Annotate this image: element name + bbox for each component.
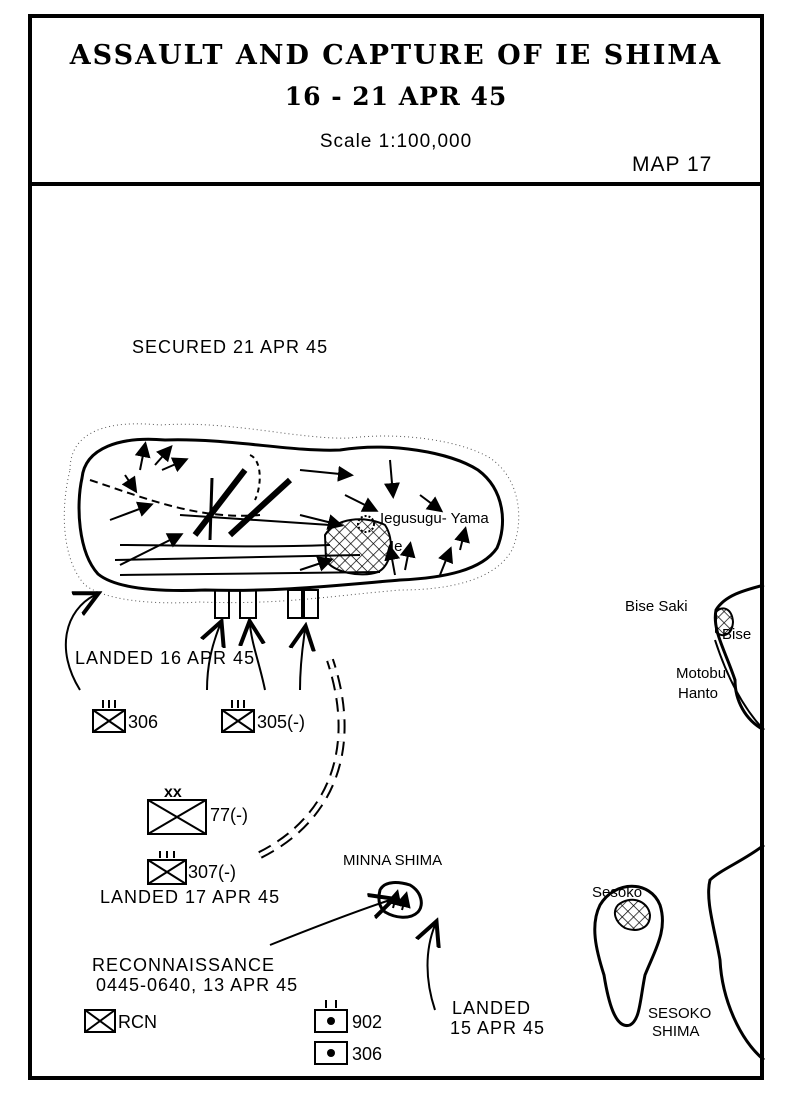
motobu-label: Motobu	[676, 665, 727, 682]
artillery-dot	[327, 1049, 335, 1057]
landed-15-apr-label-1: LANDED	[452, 998, 532, 1018]
motobu-coast	[707, 583, 765, 1062]
ie-shima-reef	[63, 423, 520, 604]
sesoko-label: Sesoko	[592, 884, 643, 901]
unit-echelon-marks	[102, 700, 337, 1008]
map-scale: Scale 1:100,000	[319, 131, 473, 152]
bise-saki-label: Bise Saki	[625, 598, 688, 615]
landed-15-apr-label-2: 15 APR 45	[450, 1018, 546, 1038]
map-title: ASSAULT AND CAPTURE OF IE SHIMA	[69, 40, 723, 71]
map-frame	[28, 14, 764, 1080]
sesoko-shima-island	[593, 884, 664, 1027]
hanto-label: Hanto	[678, 685, 719, 702]
landing-beaches	[214, 589, 319, 619]
landed-17-apr-label: LANDED 17 APR 45	[100, 887, 281, 907]
airfield	[89, 454, 381, 576]
artillery-dot	[327, 1017, 335, 1025]
division-mark: xx	[164, 784, 182, 801]
landing-arrows	[64, 595, 435, 1011]
motobu-road	[714, 639, 765, 731]
secured-label: SECURED 21 APR 45	[132, 337, 329, 357]
unit-306-label: 306	[128, 712, 159, 732]
division-77-label: 77(-)	[210, 805, 249, 825]
reconnaissance-label: RECONNAISSANCE	[92, 955, 276, 975]
unit-symbols	[84, 709, 348, 1065]
landed-16-apr-label: LANDED 16 APR 45	[75, 648, 256, 668]
bise-label: Bise	[722, 626, 752, 643]
iegusugu-yama-label: Iegusugu- Yama	[380, 510, 489, 527]
ie-shima-coast	[77, 437, 504, 592]
iegusugu-yama-peak	[357, 515, 375, 533]
minna-shima-island	[377, 881, 423, 919]
sesoko-town	[613, 898, 652, 931]
battalion-306-label: 306	[352, 1044, 383, 1064]
ie-label: Ie	[390, 538, 403, 555]
map-number: MAP 17	[632, 153, 713, 176]
minna-shima-label: MINNA SHIMA	[343, 852, 443, 869]
unit-307-label: 307(-)	[188, 862, 237, 882]
sesoko-shima-label-2: SHIMA	[652, 1023, 700, 1040]
unit-rcn-label: RCN	[118, 1012, 157, 1032]
reconnaissance-time-label: 0445-0640, 13 APR 45	[96, 975, 299, 995]
sesoko-shima-label-1: SESOKO	[648, 1005, 712, 1022]
unit-305-label: 305(-)	[257, 712, 306, 732]
attack-arrows	[109, 441, 470, 576]
battalion-902-label: 902	[352, 1012, 383, 1032]
title-block	[28, 14, 764, 186]
map-dates: 16 - 21 APR 45	[284, 82, 508, 111]
bise-town	[715, 607, 735, 637]
